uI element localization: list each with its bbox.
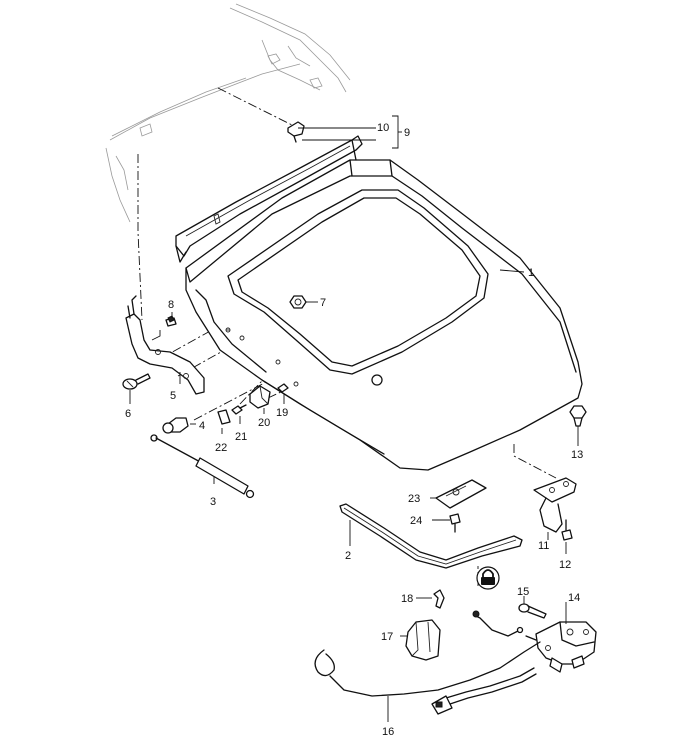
callout-19: 19 bbox=[276, 407, 288, 419]
callout-3: 3 bbox=[210, 496, 216, 508]
padlock-badge-icon bbox=[476, 566, 500, 590]
callout-6: 6 bbox=[125, 408, 131, 420]
part-13-buffer bbox=[569, 405, 587, 427]
part-23-striker-plate bbox=[435, 479, 487, 509]
callout-18: 18 bbox=[401, 593, 413, 605]
callout-13: 13 bbox=[571, 449, 583, 461]
part-8-bolt bbox=[165, 315, 177, 327]
upper-seal-strip bbox=[175, 135, 363, 263]
vehicle-body-outline bbox=[105, 3, 351, 223]
callout-2: 2 bbox=[345, 550, 351, 562]
part-5-hinge bbox=[125, 295, 205, 395]
callout-20: 20 bbox=[258, 417, 270, 429]
callout-5: 5 bbox=[170, 390, 176, 402]
callout-9: 9 bbox=[404, 127, 410, 139]
callout-12: 12 bbox=[559, 559, 571, 571]
part-14-lock bbox=[535, 621, 597, 673]
part-17-cover bbox=[405, 619, 441, 661]
part-6-bolt bbox=[122, 373, 151, 390]
callout-22: 22 bbox=[215, 442, 227, 454]
part-24-bolt bbox=[449, 513, 461, 533]
part-22-plate bbox=[217, 409, 231, 425]
part-20-bumper bbox=[249, 385, 271, 409]
callout-8: 8 bbox=[168, 299, 174, 311]
callout-1: 1 bbox=[528, 267, 534, 279]
part-12-bolt bbox=[561, 519, 573, 541]
part-2-seal bbox=[339, 503, 523, 569]
callout-21: 21 bbox=[235, 431, 247, 443]
part-4-ball-stud bbox=[162, 417, 189, 434]
callout-7: 7 bbox=[320, 297, 326, 309]
callout-16: 16 bbox=[382, 726, 394, 738]
part-21-screw bbox=[231, 404, 247, 415]
part-19-clip bbox=[277, 383, 289, 393]
callout-15: 15 bbox=[517, 586, 529, 598]
leader-lines bbox=[129, 115, 579, 722]
part-11-catch bbox=[533, 477, 577, 533]
part-1-rear-lid bbox=[185, 159, 583, 471]
callout-labels: 1 2 3 4 5 6 7 8 9 10 11 12 13 14 15 16 1… bbox=[125, 122, 583, 738]
part-15-bolt bbox=[518, 603, 547, 619]
callout-11: 11 bbox=[538, 540, 549, 552]
part-7-clip bbox=[289, 295, 307, 309]
callout-23: 23 bbox=[408, 493, 420, 505]
part-16-release-cable bbox=[314, 610, 541, 715]
callout-14: 14 bbox=[568, 592, 580, 604]
part-18-clip bbox=[433, 589, 445, 609]
part-10-clip bbox=[287, 121, 305, 143]
part-3-gas-strut bbox=[150, 434, 255, 499]
callout-24: 24 bbox=[410, 515, 422, 527]
callout-10: 10 bbox=[377, 122, 389, 134]
callout-17: 17 bbox=[381, 631, 393, 643]
callout-4: 4 bbox=[199, 420, 205, 432]
